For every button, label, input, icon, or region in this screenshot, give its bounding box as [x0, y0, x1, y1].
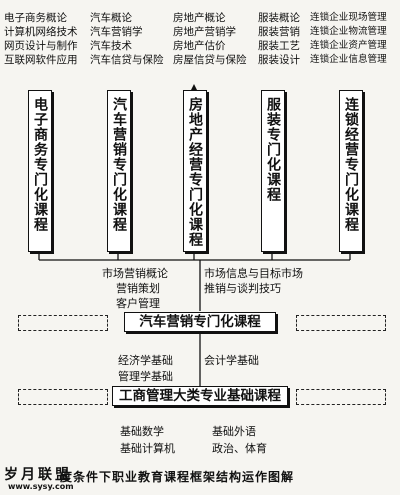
- placeholder-box-right: [296, 315, 386, 331]
- course-item: 服装设计: [258, 54, 300, 66]
- course-list-ecommerce: 电子商务概论 计算机网络技术 网页设计与制作 互联网软件应用: [4, 11, 78, 67]
- program-title: 连锁经营专门化课程: [343, 97, 359, 232]
- watermark-logo: 岁月联盟: [4, 467, 72, 483]
- program-box-ecommerce: 电子商务专门化课程: [28, 90, 52, 252]
- course-list-auto: 汽车概论 汽车营销学 汽车技术 汽车信贷与保险: [90, 11, 164, 67]
- course-item: 计算机网络技术: [4, 26, 78, 38]
- foundation-course: 会计学基础: [204, 354, 259, 367]
- course-list-realestate: 房地产概论 房地产营销学 房地产估价 房屋信贷与保险: [173, 11, 247, 67]
- focus-course: 客户管理: [116, 297, 160, 310]
- course-item: 汽车技术: [90, 40, 132, 52]
- course-item: 连锁企业物流管理: [310, 26, 387, 37]
- placeholder-box-left: [18, 315, 108, 331]
- course-item: 服装营销: [258, 26, 300, 38]
- course-item: 房地产营销学: [173, 26, 236, 38]
- course-item: 连锁企业现场管理: [310, 12, 387, 23]
- course-item: 房地产概论: [173, 12, 226, 24]
- program-title: 汽车营销专门化课程: [111, 97, 127, 232]
- course-item: 互联网软件应用: [4, 54, 78, 66]
- course-list-chain: 连锁企业现场管理 连锁企业物流管理 连锁企业资产管理 连锁企业信息管理: [310, 11, 387, 67]
- course-item: 汽车营销学: [90, 26, 143, 38]
- foundation-program-box: 工商管理大类专业基础课程: [112, 386, 288, 406]
- basic-course: 基础外语: [212, 425, 256, 438]
- course-item: 汽车概论: [90, 12, 132, 24]
- focus-program-box: 汽车营销专门化课程: [124, 312, 276, 332]
- focus-course: 市场信息与目标市场: [204, 267, 303, 280]
- focus-course: 营销策划: [116, 282, 160, 295]
- placeholder-box-left: [18, 389, 108, 405]
- watermark-url: www.sysy.com: [8, 482, 74, 491]
- basic-course: 基础数学: [120, 425, 164, 438]
- course-item: 服装工艺: [258, 40, 300, 52]
- program-title: 服装专门化课程: [265, 97, 281, 202]
- foundation-course: 经济学基础: [118, 354, 173, 367]
- course-item: 电子商务概论: [4, 12, 67, 24]
- course-list-apparel: 服装概论 服装营销 服装工艺 服装设计: [258, 11, 300, 67]
- program-box-auto: 汽车营销专门化课程: [107, 90, 131, 252]
- course-item: 汽车信贷与保险: [90, 54, 164, 66]
- course-item: 房屋信贷与保险: [173, 54, 247, 66]
- figure-caption: 度条件下职业教育课程框架结构运作图解: [60, 470, 295, 484]
- course-item: 连锁企业信息管理: [310, 54, 387, 65]
- program-box-realestate: 房地产经营专门化课程: [183, 90, 207, 252]
- focus-course: 市场营销概论: [102, 267, 168, 280]
- foundation-course: 管理学基础: [118, 370, 173, 383]
- program-box-apparel: 服装专门化课程: [261, 90, 285, 252]
- course-item: 网页设计与制作: [4, 40, 78, 52]
- course-item: 服装概论: [258, 12, 300, 24]
- basic-course: 政治、体育: [212, 442, 267, 455]
- placeholder-box-right: [296, 389, 386, 405]
- focus-course: 推销与谈判技巧: [204, 282, 281, 295]
- program-box-chain: 连锁经营专门化课程: [339, 90, 363, 252]
- program-title: 房地产经营专门化课程: [187, 97, 203, 247]
- basic-course: 基础计算机: [120, 442, 175, 455]
- program-title: 电子商务专门化课程: [32, 97, 48, 232]
- course-item: 连锁企业资产管理: [310, 40, 387, 51]
- course-item: 房地产估价: [173, 40, 226, 52]
